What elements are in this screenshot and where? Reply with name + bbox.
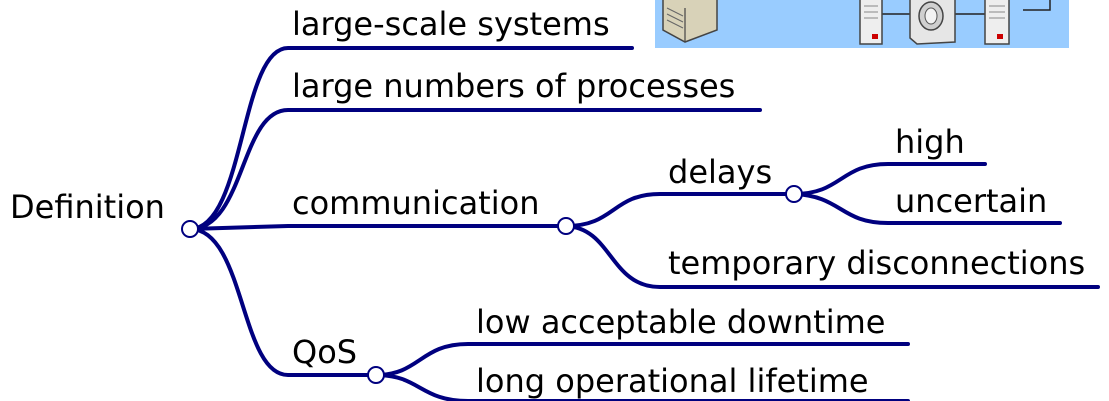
branch-label-long-operational-lifetime: long operational lifetime [476, 362, 869, 400]
link-delays [564, 192, 796, 228]
network-switch-icon [909, 0, 956, 45]
branch-label-low-acceptable-downtime: low acceptable downtime [476, 303, 886, 341]
branch-label-large-scale-systems: large-scale systems [292, 5, 610, 43]
junction-node-root [181, 220, 199, 238]
link-communication [188, 224, 568, 231]
branch-label-large-numbers-of-processes: large numbers of processes [292, 67, 736, 105]
link-large-scale-systems [188, 46, 634, 231]
root-label: Definition [10, 188, 165, 226]
junction-node-communication [557, 217, 575, 235]
link-high [792, 162, 987, 196]
branch-label-delays: delays [668, 153, 773, 191]
network-illustration [655, 0, 1069, 48]
junction-node-qos [367, 366, 385, 384]
branch-label-uncertain: uncertain [895, 182, 1048, 220]
server-tower-icon [984, 0, 1010, 45]
server-box-icon [662, 0, 718, 43]
link-qos [188, 227, 378, 377]
server-tower-icon [859, 0, 883, 45]
link-uncertain [792, 192, 1062, 225]
link-large-numbers-of-processes [188, 108, 762, 231]
branch-label-qos: QoS [292, 333, 358, 371]
branch-label-temporary-disconnections: temporary disconnections [668, 244, 1086, 282]
branch-label-communication: communication [292, 184, 540, 222]
link-low-acceptable-downtime [374, 342, 910, 377]
branch-label-high: high [895, 123, 965, 161]
junction-node-delays [785, 185, 803, 203]
link-temporary-disconnections [564, 224, 1100, 289]
